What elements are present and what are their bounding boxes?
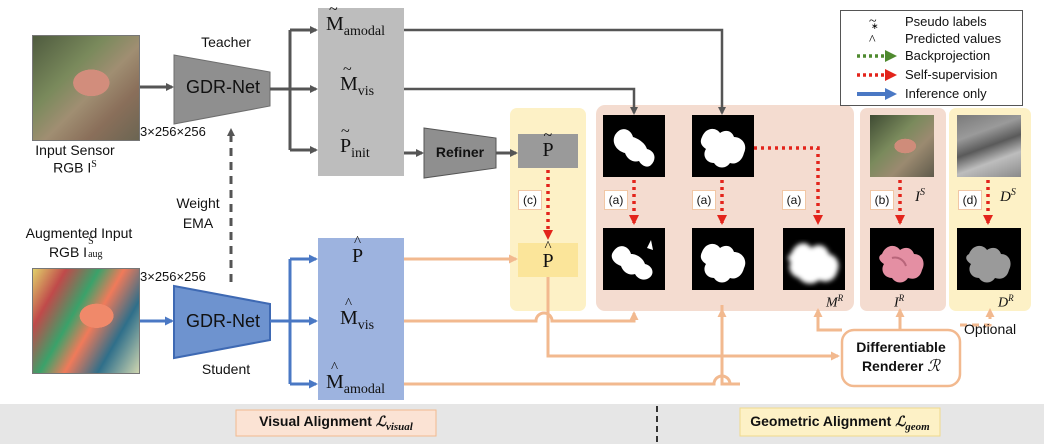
student-pose: ^P	[352, 234, 364, 267]
legend-item-self-supervision: Self-supervision	[851, 66, 1021, 84]
label-a2: (a)	[692, 190, 716, 210]
arrow-pose-to-renderer	[546, 277, 840, 361]
svg-text:~: ~	[869, 14, 877, 29]
arrow-renderer-to-mask	[813, 308, 842, 332]
arrow-vis-to-mask-panel	[404, 311, 639, 323]
label-c: (c)	[518, 190, 542, 210]
student-pose-box	[518, 243, 578, 277]
renderer-box	[840, 328, 962, 388]
student-vis-mask	[603, 228, 665, 290]
geom-alignment-label: Geometric Alignment ℒgeom	[750, 413, 930, 433]
renderer-label: Differentiable Renderer ℛ	[856, 339, 946, 375]
blue-arrow-icon	[857, 88, 897, 100]
teacher-dims: 3×256×256	[140, 124, 206, 139]
geom-alignment-tag	[739, 407, 941, 437]
svg-text:^: ^	[869, 33, 876, 48]
label-a3: (a)	[782, 190, 806, 210]
teacher-label: Teacher	[201, 34, 251, 50]
svg-text:∗: ∗	[871, 21, 879, 31]
red-arrow-amodal-render	[754, 146, 823, 225]
student-pose-yellow: ^P	[542, 239, 554, 272]
teacher-amodal: ~Mamodal	[326, 1, 386, 39]
student-gdrnet-label: GDR-Net	[185, 311, 260, 331]
refiner-shape	[423, 127, 497, 179]
teacher-vis: ~Mvis	[340, 61, 375, 99]
tilde-icon: ~∗	[869, 14, 879, 31]
legend-item-inference: Inference only	[851, 85, 1021, 103]
student-amodal-mask	[692, 228, 754, 290]
arrow-amodal-to-mask	[404, 28, 726, 115]
input-sensor-sup: S	[91, 158, 97, 170]
label-d: (d)	[958, 190, 982, 210]
student-dims: 3×256×256	[140, 269, 206, 284]
label-a1: (a)	[604, 190, 628, 210]
legend-item-predicted: ^ Predicted values	[851, 30, 1021, 48]
sensor-image-crop	[870, 115, 934, 177]
refiner-label: Refiner	[435, 144, 485, 160]
legend-item-backprojection: Backprojection	[851, 47, 1021, 65]
sensor-depth-crop	[957, 115, 1021, 177]
depth-sensor-label: DS	[1000, 187, 1016, 205]
green-dotted-arrow-icon	[857, 50, 897, 62]
label-b: (b)	[870, 190, 894, 210]
input-sensor-image	[32, 35, 140, 141]
teacher-vis-mask	[603, 115, 665, 177]
refined-pose: ~P	[542, 127, 554, 161]
weight-ema-label: Weight EMA	[176, 195, 220, 231]
rendered-image	[870, 228, 934, 290]
teacher-pinit: ~Pinit	[340, 123, 370, 161]
student-label: Student	[201, 361, 251, 377]
red-dotted-arrow-icon	[857, 69, 897, 81]
hat-icon: ^	[869, 33, 876, 48]
arrow-teacher-branches	[270, 30, 292, 150]
student-vis: ^Mvis	[340, 296, 375, 333]
input-sensor-rgb: RGB I	[53, 159, 92, 176]
rendered-mask	[783, 228, 845, 290]
student-output-box	[318, 238, 404, 400]
arrow-amodal-to-mask-panel	[404, 305, 732, 386]
student-amodal: ^Mamodal	[326, 360, 386, 397]
augmented-input-image	[32, 268, 140, 374]
arrow-vis-to-mask	[404, 87, 638, 115]
teacher-gdrnet-label: GDR-Net	[185, 77, 260, 97]
mask-render-label: MR	[826, 293, 844, 311]
image-render-label: IR	[894, 293, 905, 311]
input-sensor-caption: Input Sensor	[35, 142, 115, 158]
teacher-gdrnet-shape	[173, 54, 271, 125]
depth-render-label: DR	[998, 293, 1014, 311]
teacher-output-box	[318, 8, 404, 176]
student-gdrnet-shape	[173, 284, 271, 360]
legend: ~∗ Pseudo labels ^ Predicted values Back…	[840, 10, 1023, 106]
visual-alignment-tag	[235, 409, 437, 437]
rendered-depth	[957, 228, 1021, 290]
image-sensor-label: IS	[915, 187, 925, 205]
optional-label: Optional	[964, 321, 1017, 337]
refined-pose-box	[518, 134, 578, 168]
arrow-renderer-to-depth	[960, 308, 995, 327]
teacher-amodal-mask	[692, 115, 754, 177]
legend-item-pseudo: ~∗ Pseudo labels	[851, 13, 1021, 31]
visual-alignment-label: Visual Alignment ℒvisual	[259, 413, 413, 433]
